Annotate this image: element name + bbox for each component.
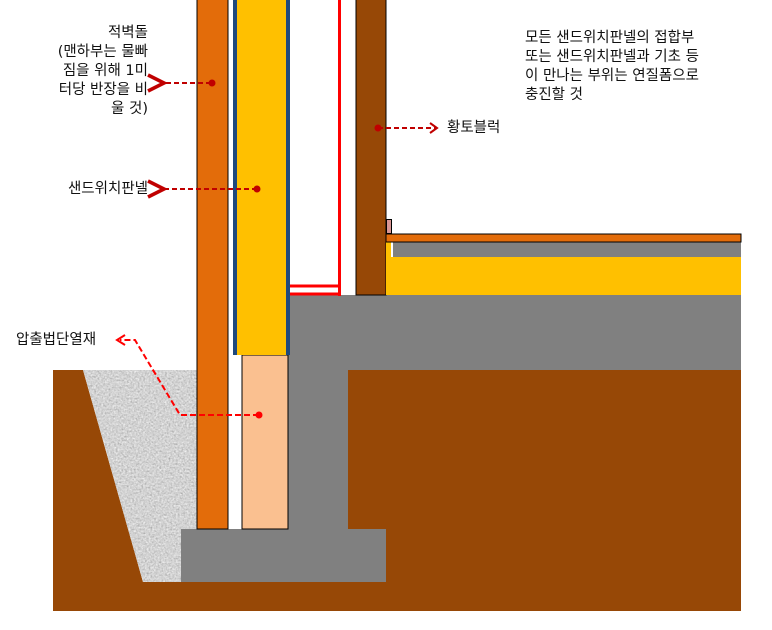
clay-block-wall xyxy=(355,0,387,296)
label-insulation: 압출법단열재 xyxy=(16,332,97,348)
concrete-foundation xyxy=(181,295,741,582)
soil xyxy=(53,370,741,611)
xps-insulation xyxy=(241,354,289,530)
label-clay-block: 황토블럭 xyxy=(447,120,501,136)
leader-clay xyxy=(374,122,439,134)
brick-wall xyxy=(196,0,229,530)
sandwich-panel xyxy=(233,0,290,355)
floor-layers xyxy=(385,219,742,295)
label-brick-wall: 적벽돌 (맨하부는 물빠 짐을 위해 1미 터당 반장을 비 울 것) xyxy=(57,25,148,117)
red-frame xyxy=(290,0,341,296)
gravel-backfill xyxy=(83,370,197,582)
label-sandwich-panel: 샌드위치판넬 xyxy=(67,181,148,197)
leader-insulation xyxy=(115,334,263,419)
note-foam-fill: 모든 샌드위치판넬의 접합부 또는 샌드위치판넬과 기초 등 이 만나는 부위는… xyxy=(525,30,699,103)
leader-brick xyxy=(164,80,216,87)
leader-panel xyxy=(164,186,261,193)
